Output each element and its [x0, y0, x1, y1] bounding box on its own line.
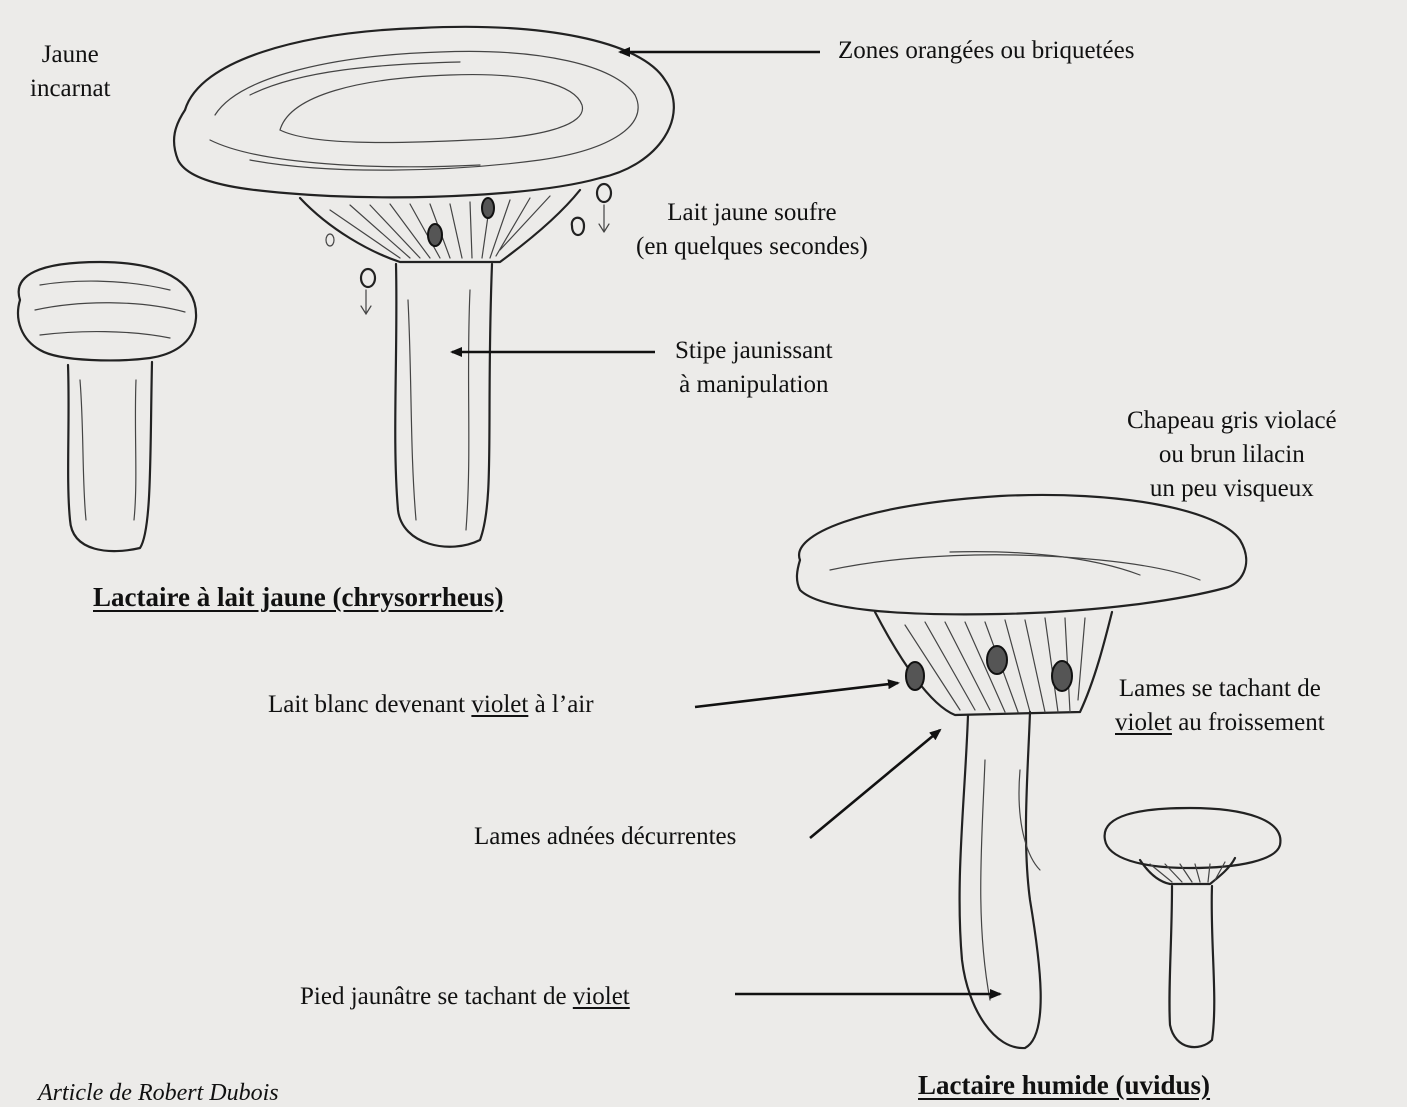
label-chapeau-line3: un peu visqueux [1127, 472, 1337, 506]
label-chapeau-line1: Chapeau gris violacé [1127, 404, 1337, 438]
label-lames-tachant-end: au froissement [1172, 709, 1325, 736]
article-credit: Article de Robert Dubois [38, 1080, 279, 1107]
small-mushroom-chrysorrheus-drawing [18, 262, 196, 551]
arrow-lames-adnees [810, 730, 940, 838]
label-lait-jaune-line1: Lait jaune soufre [636, 196, 868, 230]
label-chapeau: Chapeau gris violacé ou brun lilacin un … [1127, 404, 1337, 506]
label-lait-jaune: Lait jaune soufre (en quelques secondes) [636, 196, 868, 264]
label-lait-blanc-end: à l’air [528, 691, 593, 718]
label-stipe-line2: à manipulation [675, 368, 833, 402]
label-stipe-line1: Stipe jaunissant [675, 334, 833, 368]
large-mushroom-uvidus-drawing [797, 495, 1246, 1048]
label-jaune-incarnat-line1: Jaune [30, 38, 111, 72]
label-pied-text: Pied jaunâtre se tachant de [300, 983, 573, 1010]
arrow-lait-blanc [695, 683, 898, 707]
label-chapeau-line2: ou brun lilacin [1127, 438, 1337, 472]
small-mushroom-uvidus-drawing [1105, 808, 1281, 1047]
label-pied: Pied jaunâtre se tachant de violet [300, 980, 630, 1014]
label-jaune-incarnat: Jaune incarnat [30, 38, 111, 106]
label-pied-violet: violet [573, 983, 630, 1010]
label-lait-blanc-text: Lait blanc devenant [268, 691, 471, 718]
label-stipe: Stipe jaunissant à manipulation [675, 334, 833, 402]
label-lait-blanc: Lait blanc devenant violet à l’air [268, 688, 594, 722]
label-lait-blanc-violet: violet [471, 691, 528, 718]
label-lames-tachant-line1: Lames se tachant de [1115, 672, 1325, 706]
label-lames-adnees: Lames adnées décurrentes [474, 820, 736, 854]
label-lames-tachant-line2: violet au froissement [1115, 706, 1325, 740]
label-jaune-incarnat-line2: incarnat [30, 72, 111, 106]
label-zones-orangees: Zones orangées ou briquetées [838, 34, 1134, 68]
label-lames-tachant: Lames se tachant de violet au froissemen… [1115, 672, 1325, 740]
label-lait-jaune-line2: (en quelques secondes) [636, 230, 868, 264]
label-lames-tachant-violet: violet [1115, 709, 1172, 736]
title-uvidus: Lactaire humide (uvidus) [918, 1070, 1210, 1101]
large-mushroom-chrysorrheus-drawing [174, 27, 674, 547]
title-chrysorrheus: Lactaire à lait jaune (chrysorrheus) [93, 582, 503, 613]
